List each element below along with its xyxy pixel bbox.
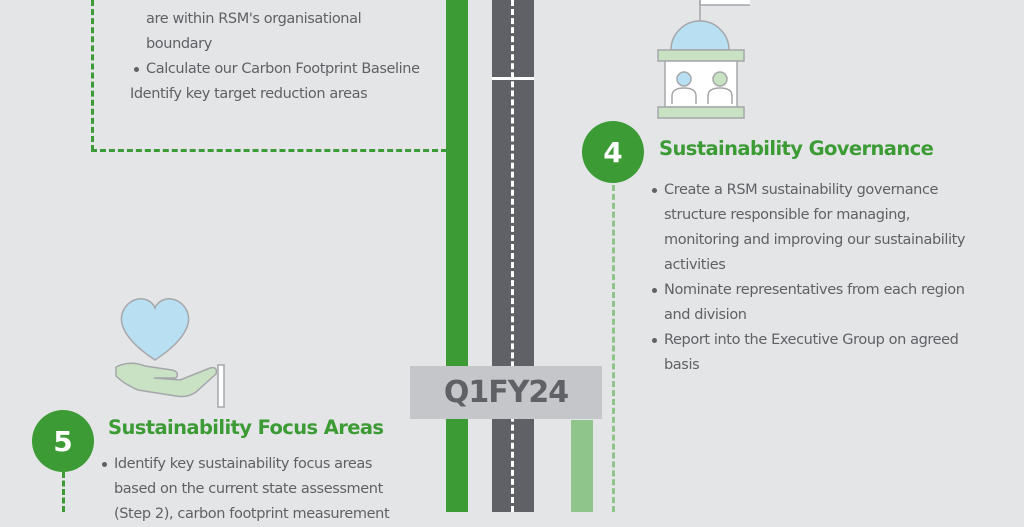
step4-bullet: Report into the Executive Group on agree… bbox=[652, 328, 965, 378]
governance-building-icon bbox=[657, 0, 750, 119]
step4-title: Sustainability Governance bbox=[659, 137, 934, 160]
timeline-green-bar bbox=[446, 0, 468, 512]
milestone-label: Q1FY24 bbox=[410, 366, 602, 419]
step4-connector-dashed bbox=[612, 185, 615, 512]
step3-dashed-border-left bbox=[91, 0, 94, 151]
step4-number-badge: 4 bbox=[582, 121, 644, 183]
step5-title: Sustainability Focus Areas bbox=[108, 416, 384, 439]
step3-line: Identify key target reduction areas bbox=[130, 86, 368, 102]
heart-in-hand-icon bbox=[115, 298, 225, 408]
road bbox=[492, 0, 534, 512]
step3-text: are within RSM's organisational boundary… bbox=[130, 7, 420, 107]
step3-line: are within RSM's organisational bbox=[146, 11, 362, 27]
step3-bullet: Calculate our Carbon Footprint Baseline bbox=[146, 61, 420, 77]
timeline-light-green-bar bbox=[571, 420, 593, 512]
step4-bullet: Nominate representatives from each regio… bbox=[652, 278, 965, 328]
step5-connector-dashed bbox=[62, 472, 65, 512]
step3-line: boundary bbox=[146, 36, 212, 52]
bullet bbox=[134, 67, 139, 72]
step3-dashed-border-bottom bbox=[91, 149, 447, 152]
step5-number-badge: 5 bbox=[32, 410, 94, 472]
